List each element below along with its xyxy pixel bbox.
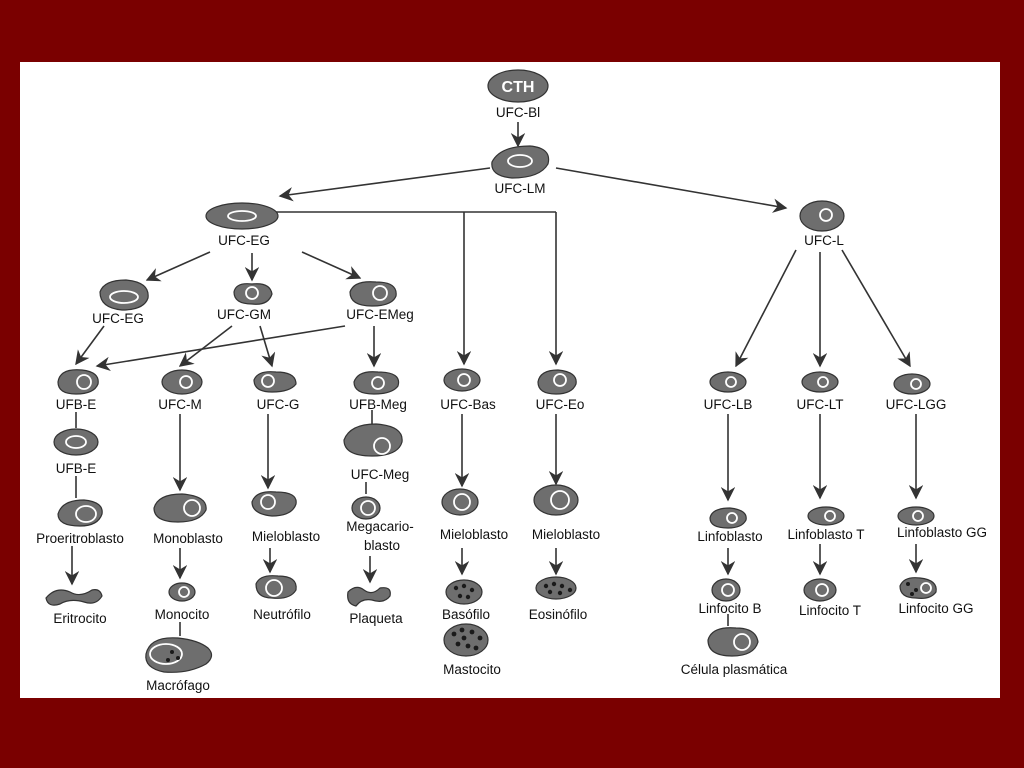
arrow-lm-eg: [278, 167, 491, 202]
ufb-e-cell: [57, 369, 99, 395]
label-neutrofilo: Neutrófilo: [253, 607, 311, 622]
label-ufc-gm: UFC-GM: [217, 307, 271, 322]
label-eosinofilo: Eosinófilo: [529, 607, 588, 622]
mastocito-cell: [443, 623, 489, 657]
ufc-meg-cell: [343, 423, 403, 457]
ufc-lt-cell: [801, 371, 839, 393]
label-monoblasto: Monoblasto: [153, 531, 223, 546]
arrows: [64, 122, 924, 636]
ufc-eg-cell: [205, 202, 279, 230]
monoblasto-cell: [153, 493, 207, 523]
label-ufc-g: UFC-G: [257, 397, 300, 412]
eosinofilo-cell: [535, 576, 577, 600]
label-ufb-e2: UFB-E: [56, 461, 97, 476]
label-ufb-e: UFB-E: [56, 397, 97, 412]
arrow-eg-eg2: [145, 251, 211, 282]
label-ufc-eg: UFC-EG: [218, 233, 270, 248]
linfocito-t-cell: [803, 578, 837, 602]
arrow-eg2-ufbe: [75, 325, 105, 366]
ufc-lb-cell: [709, 371, 747, 393]
cells: [45, 69, 937, 673]
label-ufc-l: UFC-L: [804, 233, 844, 248]
ufc-lm-cell: [491, 145, 550, 179]
label-ufc-lm: UFC-LM: [495, 181, 546, 196]
label-linfoblasto: Linfoblasto: [697, 529, 762, 544]
label-linfocito-gg: Linfocito GG: [898, 601, 973, 616]
ufb-e2-cell: [53, 428, 99, 456]
proeritroblasto-cell: [57, 499, 103, 527]
label-ufb-meg: UFB-Meg: [349, 397, 407, 412]
ufc-gm-cell: [233, 283, 273, 305]
celula-plasmatica-cell: [707, 627, 759, 657]
mieloblasto-g-cell: [251, 491, 297, 517]
label-mieloblasto-eo: Mieloblasto: [532, 527, 600, 542]
label-linfocito-t: Linfocito T: [799, 603, 861, 618]
ufc-m-cell: [161, 369, 203, 395]
label-basofilo: Basófilo: [442, 607, 490, 622]
label-ufc-bl: UFC-Bl: [496, 105, 540, 120]
label-mieloblasto-bas: Mieloblasto: [440, 527, 508, 542]
label-monocito: Monocito: [155, 607, 210, 622]
label-mieloblasto-g: Mieloblasto: [252, 529, 320, 544]
linfocito-b-cell: [711, 578, 741, 602]
ufc-g-cell: [253, 371, 297, 393]
label-ufc-eg2: UFC-EG: [92, 311, 144, 326]
label-ufc-eo: UFC-Eo: [536, 397, 585, 412]
basofilo-cell: [445, 579, 483, 605]
monocito-cell: [168, 582, 196, 602]
arrow-gm-m: [178, 325, 233, 367]
label-ufc-emeg: UFC-EMeg: [346, 307, 414, 322]
mieloblasto-eo-cell: [533, 484, 579, 516]
label-linfoblasto-gg: Linfoblasto GG: [897, 525, 987, 540]
ufc-eo-cell: [537, 369, 577, 395]
eritrocito-cell: [45, 589, 103, 606]
macrofago-cell: [145, 637, 213, 673]
arrow-eg-emeg: [301, 251, 362, 280]
arrow-gm-g: [259, 325, 276, 368]
linfocito-gg-cell: [899, 577, 937, 599]
ufc-l-cell: [799, 200, 845, 232]
arrow-emeg-ufbe: [95, 325, 346, 372]
ufc-emeg-cell: [349, 281, 397, 307]
label-ufc-lgg: UFC-LGG: [886, 397, 947, 412]
linfoblasto-gg-cell: [897, 506, 935, 526]
labels: CTH UFC-Bl UFC-LM UFC-EG UFC-L UFC-EG UF…: [36, 79, 987, 693]
label-ufc-lt: UFC-LT: [797, 397, 844, 412]
ufc-lgg-cell: [893, 373, 931, 395]
linfoblasto-cell: [709, 507, 747, 529]
mieloblasto-bas-cell: [441, 488, 479, 516]
label-megacario-2: blasto: [364, 538, 400, 553]
label-plaqueta: Plaqueta: [349, 611, 403, 626]
cth-cell: [487, 69, 549, 103]
plaqueta-cell: [347, 586, 391, 607]
label-linfocito-b: Linfocito B: [698, 601, 761, 616]
arrow-l-lb: [735, 249, 797, 368]
arrow-lm-l: [555, 167, 788, 213]
label-linfoblasto-t: Linfoblasto T: [787, 527, 864, 542]
ufb-meg-cell: [353, 371, 400, 395]
label-macrofago: Macrófago: [146, 678, 210, 693]
ufc-eg2-cell: [99, 279, 149, 311]
label-ufc-lb: UFC-LB: [704, 397, 753, 412]
label-mastocito: Mastocito: [443, 662, 501, 677]
label-eritrocito: Eritrocito: [53, 611, 106, 626]
label-megacario-1: Megacario-: [346, 519, 414, 534]
label-cth: CTH: [502, 79, 535, 96]
arrow-l-lgg: [841, 249, 911, 368]
label-proeritroblasto: Proeritroblasto: [36, 531, 124, 546]
label-ufc-meg: UFC-Meg: [351, 467, 410, 482]
megacarioblasto-cell: [351, 496, 381, 520]
neutrofilo-cell: [255, 575, 297, 599]
ufc-bas-cell: [443, 368, 481, 392]
label-ufc-bas: UFC-Bas: [440, 397, 496, 412]
label-celula-plasmatica: Célula plasmática: [681, 662, 788, 677]
linfoblasto-t-cell: [807, 506, 845, 526]
label-ufc-m: UFC-M: [158, 397, 202, 412]
